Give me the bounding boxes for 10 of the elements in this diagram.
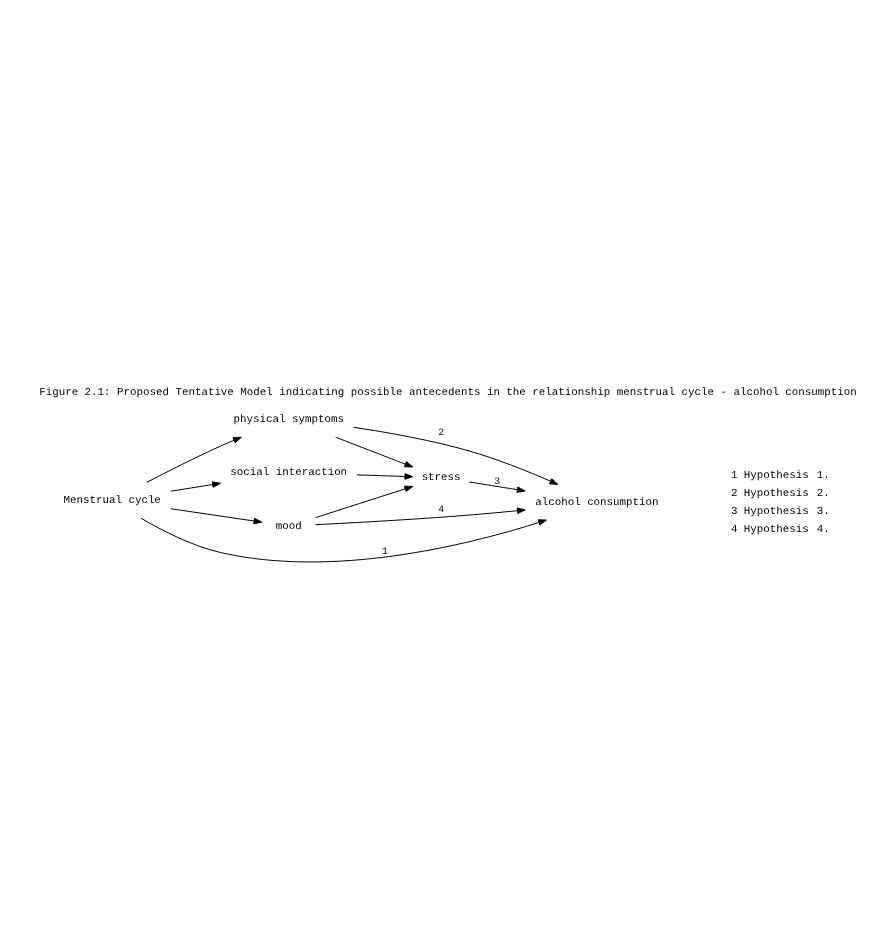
arrow	[140, 516, 548, 562]
arrow	[146, 435, 242, 482]
arrow	[356, 472, 414, 479]
arrow	[170, 507, 263, 524]
arrow	[170, 480, 221, 491]
arrow	[315, 484, 414, 518]
arrow	[353, 425, 559, 484]
arrow	[468, 480, 526, 492]
arrow	[315, 506, 526, 525]
arrow	[335, 435, 414, 467]
